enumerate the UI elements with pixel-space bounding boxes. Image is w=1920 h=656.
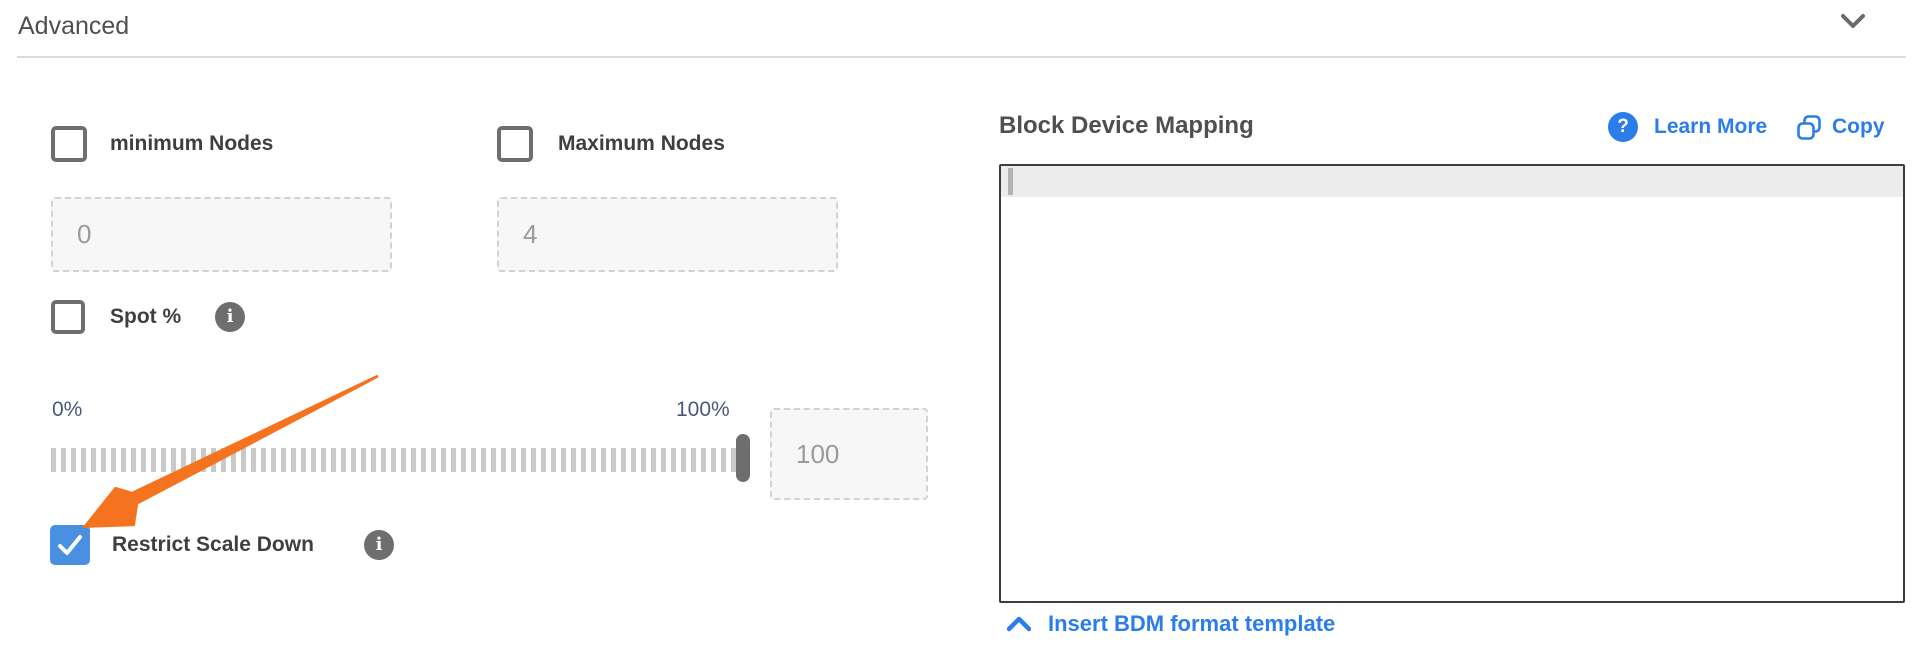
info-icon[interactable]: i: [364, 530, 394, 560]
section-divider: [17, 56, 1906, 58]
insert-bdm-template-link[interactable]: Insert BDM format template: [1048, 611, 1336, 636]
minimum-nodes-checkbox[interactable]: [51, 126, 87, 162]
spot-percent-slider-track[interactable]: [51, 448, 748, 472]
restrict-scale-down-label: Restrict Scale Down: [112, 533, 314, 556]
question-mark-icon[interactable]: ?: [1608, 112, 1638, 142]
editor-cursor: [1008, 168, 1013, 195]
slider-max-label: 100%: [676, 398, 730, 421]
restrict-scale-down-checkbox[interactable]: [50, 525, 90, 565]
maximum-nodes-label: Maximum Nodes: [558, 132, 725, 155]
spot-percent-input[interactable]: [770, 408, 928, 500]
spot-percent-checkbox[interactable]: [51, 300, 85, 334]
chevron-down-icon[interactable]: [1841, 13, 1865, 29]
maximum-nodes-checkbox[interactable]: [497, 126, 533, 162]
spot-percent-slider-handle[interactable]: [736, 434, 750, 482]
info-icon[interactable]: i: [215, 302, 245, 332]
chevron-up-icon[interactable]: [1007, 616, 1031, 632]
spot-percent-label: Spot %: [110, 305, 182, 328]
maximum-nodes-input[interactable]: [497, 197, 838, 272]
learn-more-link[interactable]: Learn More: [1654, 115, 1768, 138]
minimum-nodes-input[interactable]: [51, 197, 392, 272]
minimum-nodes-label: minimum Nodes: [110, 132, 274, 155]
copy-icon[interactable]: [1795, 114, 1823, 142]
editor-active-line: [1001, 166, 1903, 197]
bdm-editor[interactable]: [999, 164, 1905, 603]
section-title-advanced: Advanced: [18, 12, 130, 40]
slider-min-label: 0%: [52, 398, 83, 421]
bdm-title: Block Device Mapping: [999, 112, 1254, 139]
copy-button[interactable]: Copy: [1832, 115, 1885, 138]
checkmark-icon: [58, 535, 82, 555]
